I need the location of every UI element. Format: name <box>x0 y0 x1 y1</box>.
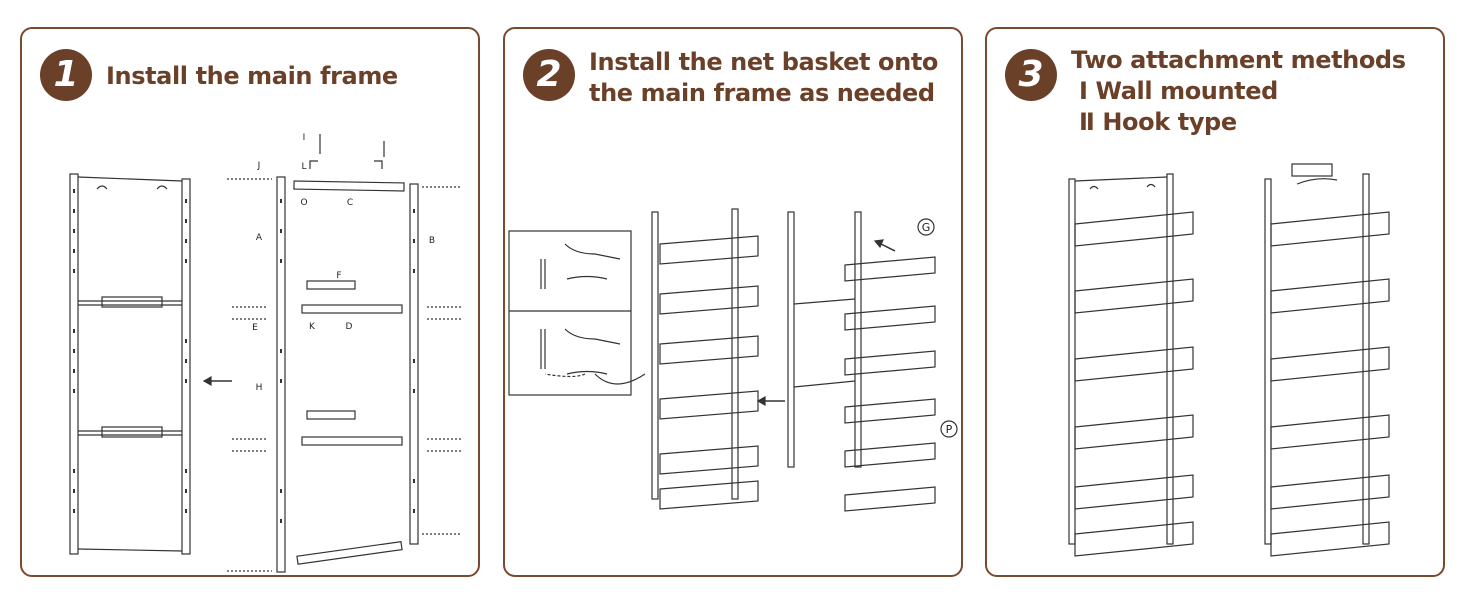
part-label-b: B <box>429 236 435 246</box>
step-3-panel: 3 Two attachment methods Ⅰ Wall mounted … <box>985 27 1445 577</box>
step-3-title: Two attachment methods Ⅰ Wall mounted Ⅱ … <box>1071 45 1406 138</box>
detail-inset <box>508 230 632 396</box>
rail-slots <box>73 189 415 523</box>
part-label-g: G <box>922 221 931 234</box>
part-label-i: I <box>303 133 306 143</box>
exploded-rail-a <box>276 176 286 573</box>
step-2-title-line: Install the net basket onto <box>589 48 938 76</box>
step-2-panel: 2 Install the net basket onto the main f… <box>503 27 963 577</box>
wall-mounted-rack <box>1068 173 1194 557</box>
part-label-l: L <box>301 162 306 172</box>
step-2-title-line: the main frame as needed <box>589 79 935 107</box>
rack-right-rail <box>731 208 739 500</box>
step-1-panel: 1 Install the main frame <box>20 27 480 577</box>
step-3-title-line: Ⅰ Wall mounted <box>1079 77 1278 105</box>
step-3-number-badge: 3 <box>1005 49 1057 101</box>
part-label-h: H <box>256 383 263 393</box>
second-frame-right-rail <box>854 211 862 468</box>
part-label-k: K <box>309 322 316 332</box>
part-label-o: O <box>300 198 307 208</box>
main-frame-exploded-diagram: A B C D E F H I J K L O <box>69 133 462 573</box>
part-label-e: E <box>252 323 258 333</box>
part-label-a: A <box>256 233 263 243</box>
rack-baskets <box>659 235 759 510</box>
step-1-number-badge: 1 <box>40 49 92 101</box>
hook-type-rack <box>1264 163 1390 557</box>
second-frame-left-rail <box>787 211 795 468</box>
net-basket-installation-diagram: G P <box>508 208 958 512</box>
step-3-title-line: Ⅱ Hook type <box>1079 108 1237 136</box>
part-label-p: P <box>946 423 953 436</box>
step-1-title: Install the main frame <box>106 61 398 92</box>
part-label-d: D <box>346 322 353 332</box>
assembled-left-rail <box>69 173 79 555</box>
loose-baskets <box>844 256 936 512</box>
rack-left-rail <box>651 211 659 500</box>
assembled-right-rail <box>181 178 191 555</box>
part-label-f: F <box>336 271 341 281</box>
step-2-title: Install the net basket onto the main fra… <box>589 47 938 109</box>
exploded-rail-b <box>409 183 419 545</box>
part-label-c: C <box>347 198 353 208</box>
step-1-title-line: Install the main frame <box>106 62 398 90</box>
step-3-title-line: Two attachment methods <box>1071 46 1406 74</box>
attachment-methods-diagram <box>1068 163 1390 557</box>
step-2-number-badge: 2 <box>523 49 575 101</box>
part-label-j: J <box>257 161 261 171</box>
